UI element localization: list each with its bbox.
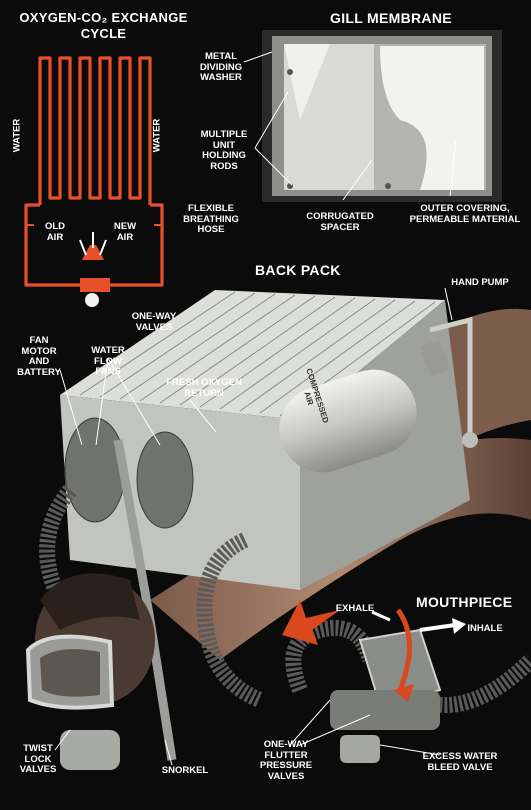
corrugated-spacer-label: CORRUGATED SPACER xyxy=(300,212,380,233)
metal-washer-label: METAL DIVIDING WASHER xyxy=(196,52,246,84)
mouthpiece-title: MOUTHPIECE xyxy=(416,594,512,610)
water-flow-fans-label: WATER FLOW FANS xyxy=(84,346,132,378)
gill-membrane-title: GILL MEMBRANE xyxy=(330,10,452,26)
fan-motor-label: FAN MOTOR AND BATTERY xyxy=(14,336,64,378)
water-left-label: WATER xyxy=(11,119,22,153)
snorkel-label: SNORKEL xyxy=(150,766,220,777)
cycle-title: OXYGEN-CO₂ EXCHANGE CYCLE xyxy=(16,10,191,42)
diver-head xyxy=(28,573,155,770)
cycle-valve-assembly xyxy=(80,232,110,307)
holding-rods-label: MULTIPLE UNIT HOLDING RODS xyxy=(196,130,252,172)
flutter-valves-label: ONE-WAY FLUTTER PRESSURE VALVES xyxy=(254,740,318,782)
hand-pump-label: HAND PUMP xyxy=(440,278,520,289)
flexible-hose-label: FLEXIBLE BREATHING HOSE xyxy=(180,204,242,236)
one-way-valves-label: ONE-WAY VALVES xyxy=(128,312,180,333)
new-air-label: NEW AIR xyxy=(110,222,140,243)
twist-lock-label: TWIST LOCK VALVES xyxy=(14,744,62,776)
water-right-label: WATER xyxy=(151,119,162,153)
old-air-label: OLD AIR xyxy=(40,222,70,243)
fresh-oxygen-label: FRESH OXYGEN RETURN xyxy=(164,378,244,399)
bleed-valve-label: EXCESS WATER BLEED VALVE xyxy=(412,752,508,773)
inhale-label: INHALE xyxy=(460,624,510,635)
exhale-label: EXHALE xyxy=(330,604,380,615)
gill-membrane-illustration xyxy=(262,30,502,202)
outer-covering-label: OUTER COVERING, PERMEABLE MATERIAL xyxy=(405,204,525,225)
mouthpiece-illustration xyxy=(330,630,440,763)
backpack-title: BACK PACK xyxy=(255,262,341,278)
